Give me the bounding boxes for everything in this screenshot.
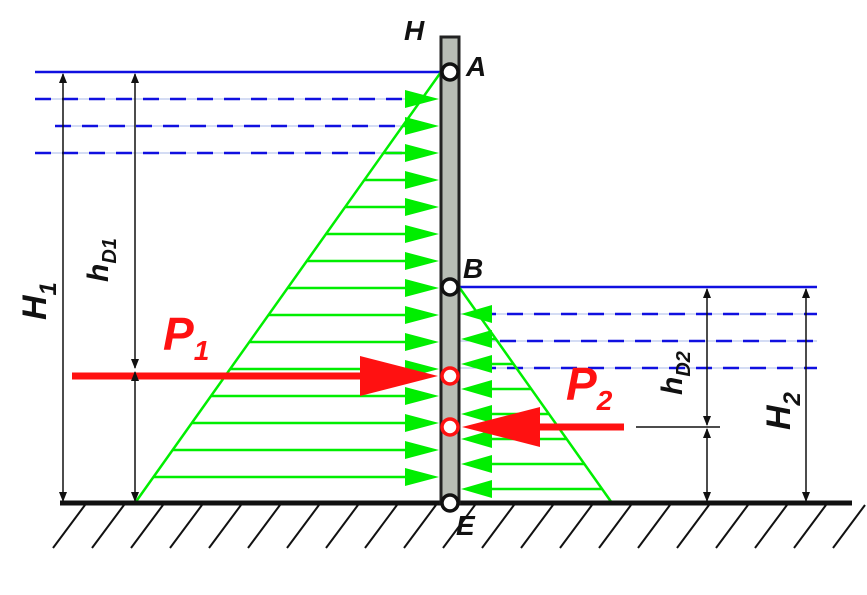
pressure-arrowhead bbox=[405, 279, 439, 297]
pressure-arrowhead bbox=[405, 468, 439, 486]
pressure-arrowhead bbox=[461, 405, 492, 423]
ground-hatch bbox=[364, 504, 398, 549]
ground-hatch bbox=[91, 504, 125, 549]
pressure-arrowhead bbox=[461, 480, 492, 498]
ground-hatch bbox=[832, 504, 866, 549]
pressure-arrowhead bbox=[461, 330, 492, 348]
ground-hatch bbox=[442, 504, 476, 549]
ground-hatch bbox=[793, 504, 827, 549]
label-p2: P2 bbox=[566, 358, 613, 416]
label-e: E bbox=[456, 510, 476, 541]
label-h2: H2 bbox=[760, 391, 806, 430]
ground-hatch bbox=[169, 504, 203, 549]
pressure-arrowhead bbox=[461, 305, 492, 323]
center-of-pressure-2 bbox=[440, 417, 460, 437]
ground-hatch bbox=[676, 504, 710, 549]
ground-hatch bbox=[520, 504, 554, 549]
ground-hatch bbox=[130, 504, 164, 549]
ground-hatch bbox=[247, 504, 281, 549]
pressure-arrowhead bbox=[405, 333, 439, 351]
point-b bbox=[440, 277, 460, 297]
pressure-arrowhead bbox=[405, 117, 439, 135]
right-water-levels bbox=[459, 285, 817, 370]
pressure-arrowhead bbox=[405, 90, 439, 108]
label-hd2: hD2 bbox=[656, 351, 695, 395]
pressure-arrowhead bbox=[405, 225, 439, 243]
dimension-lines bbox=[59, 73, 810, 502]
pressure-arrowhead bbox=[405, 171, 439, 189]
left-pressure-diagram bbox=[133, 71, 443, 504]
point-a bbox=[440, 62, 460, 82]
pressure-arrowhead bbox=[405, 441, 439, 459]
ground-hatch bbox=[715, 504, 749, 549]
ground-hatch bbox=[598, 504, 632, 549]
ground-hatch bbox=[754, 504, 788, 549]
pressure-arrowhead bbox=[461, 380, 492, 398]
ground-hatch bbox=[481, 504, 515, 549]
label-b: B bbox=[463, 253, 483, 284]
ground-hatch bbox=[208, 504, 242, 549]
label-p1: P1 bbox=[163, 308, 209, 366]
label-a: A bbox=[465, 51, 486, 82]
pressure-arrowhead bbox=[405, 144, 439, 162]
force-p2-arrow bbox=[462, 407, 624, 447]
pressure-arrowhead bbox=[405, 306, 439, 324]
right-pressure-diagram bbox=[457, 286, 614, 504]
label-h-top: H bbox=[404, 15, 425, 46]
pressure-arrowhead bbox=[461, 355, 492, 373]
pressure-arrowhead bbox=[461, 430, 492, 448]
point-e bbox=[440, 493, 460, 513]
force-p1-arrow bbox=[72, 356, 438, 396]
left-water-levels bbox=[35, 70, 441, 155]
pressure-arrowhead bbox=[405, 198, 439, 216]
label-hd1: hD1 bbox=[82, 238, 121, 282]
pressure-arrowhead bbox=[405, 252, 439, 270]
ground-hatch bbox=[637, 504, 671, 549]
ground-hatch bbox=[403, 504, 437, 549]
pressure-arrowhead bbox=[461, 455, 492, 473]
ground-hatch bbox=[325, 504, 359, 549]
ground-hatch bbox=[52, 504, 86, 549]
label-h1: H1 bbox=[16, 282, 62, 320]
pressure-arrowhead bbox=[405, 387, 439, 405]
pressure-arrowhead bbox=[405, 414, 439, 432]
center-of-pressure-1 bbox=[440, 366, 460, 386]
ground-hatch bbox=[286, 504, 320, 549]
ground-hatch bbox=[559, 504, 593, 549]
